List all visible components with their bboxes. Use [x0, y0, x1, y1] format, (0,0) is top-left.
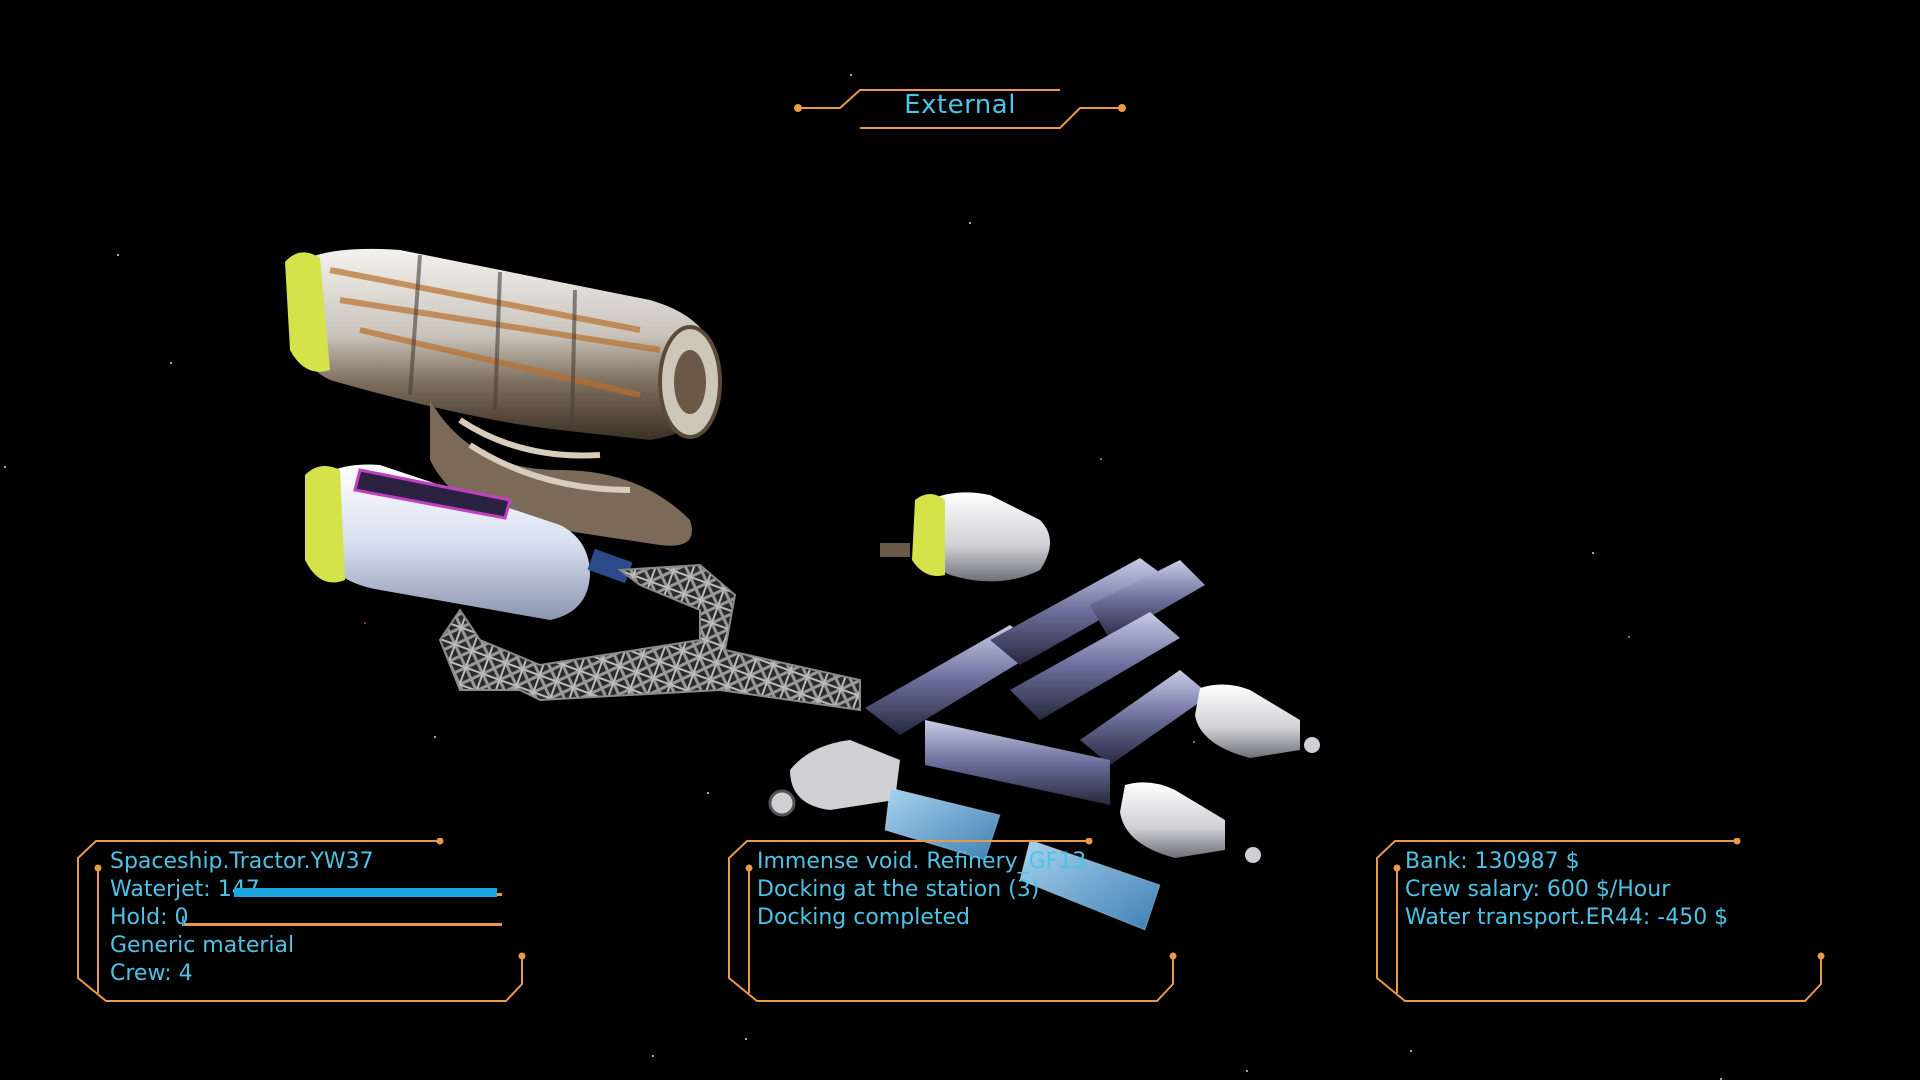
space-station [768, 492, 1320, 931]
star [1628, 636, 1630, 638]
star [1592, 552, 1594, 554]
cargo-type: Generic material [110, 933, 295, 958]
star [4, 466, 6, 468]
ship-status-panel: Spaceship.Tractor.YW37 Waterjet: 147 Hol… [76, 838, 536, 1008]
log-line: Immense void. Refinery_GF13 [757, 849, 1087, 874]
star [1410, 1050, 1412, 1052]
crew-salary: Crew salary: 600 $/Hour [1405, 877, 1671, 902]
star [1720, 1078, 1722, 1080]
log-line: Docking completed [757, 905, 970, 930]
star [652, 1055, 654, 1057]
ship-name: Spaceship.Tractor.YW37 [110, 849, 374, 874]
log-line: Docking at the station (3) [757, 877, 1040, 902]
transport-cost: Water transport.ER44: -450 $ [1405, 905, 1729, 930]
hold-bar-track [182, 923, 502, 926]
finance-panel: Bank: 130987 $ Crew salary: 600 $/Hour W… [1375, 838, 1835, 1008]
bank-balance: Bank: 130987 $ [1405, 849, 1580, 874]
truss-connector [438, 563, 861, 712]
ship-panel-frame [77, 838, 526, 1002]
hold-readout: Hold: 0 [110, 904, 374, 932]
star [1193, 741, 1195, 743]
waterjet-bar-fill [234, 888, 497, 897]
hold-bar-fill [182, 916, 184, 925]
view-mode-title[interactable]: External [904, 90, 1016, 120]
log-panel-frame [728, 838, 1177, 1002]
hold-label: Hold: 0 [110, 905, 189, 930]
star [745, 1038, 747, 1040]
star [434, 736, 436, 738]
star [170, 362, 172, 364]
finance-panel-frame [1376, 838, 1825, 1002]
event-log-panel: Immense void. Refinery_GF13 Docking at t… [727, 838, 1187, 1008]
star [364, 622, 366, 624]
star [1100, 458, 1102, 460]
view-title-frame [794, 89, 1126, 129]
star [1246, 1070, 1248, 1072]
star [117, 254, 119, 256]
star [850, 74, 852, 76]
star [969, 222, 971, 224]
crew-count: Crew: 4 [110, 961, 193, 986]
ship-water-tank [305, 464, 633, 620]
star [707, 792, 709, 794]
